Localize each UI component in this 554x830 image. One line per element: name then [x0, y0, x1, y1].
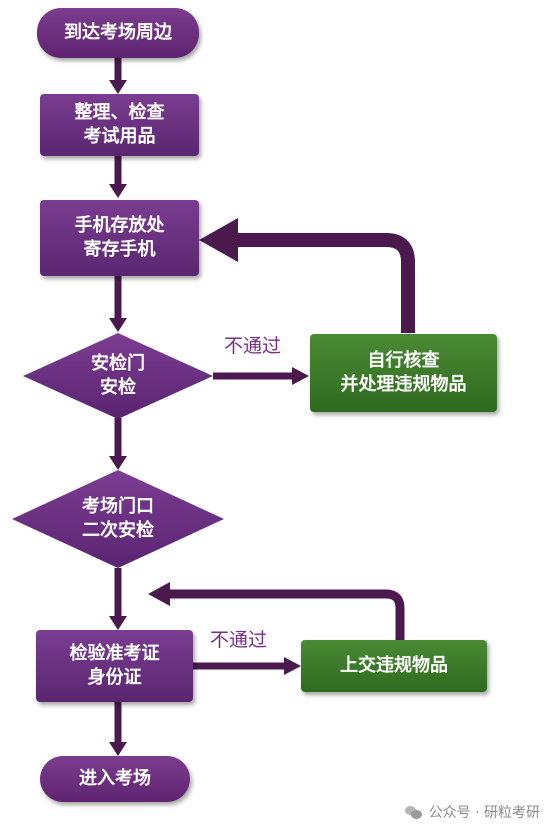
return-arrow-2: [148, 582, 405, 640]
down-arrow-4: [109, 418, 127, 470]
down-arrow-1: [109, 58, 127, 94]
edge-label-fail-2: 不通过: [210, 629, 268, 651]
decision-diamond-security-gate: [23, 333, 213, 419]
down-arrow-6: [109, 702, 127, 756]
decision-diamond-second-check: [12, 470, 224, 568]
down-arrow-3: [109, 276, 127, 332]
watermark-text: 公众号 · 研粒考研: [428, 805, 540, 821]
down-arrow-5: [109, 568, 127, 630]
return-arrow-1: [199, 218, 415, 333]
watermark: 公众号 · 研粒考研: [404, 802, 540, 822]
end-node-enter: 进入考场: [40, 756, 190, 802]
decision-label-security-gate: 安检门 安检: [91, 353, 145, 398]
wechat-icon: [404, 805, 423, 819]
process-node-verify-docs: 检验准考证 身份证: [36, 630, 193, 702]
process-node-phone-storage: 手机存放处 寄存手机: [40, 200, 199, 276]
start-node-arrive: 到达考场周边: [37, 8, 199, 58]
decision-label-second-check: 考场门口 二次安检: [82, 496, 154, 541]
process-node-hand-over: 上交违规物品: [301, 640, 487, 692]
fail-arrow-2: [193, 657, 301, 675]
fail-arrow-1: [213, 367, 309, 385]
process-node-self-check: 自行核查 并处理违规物品: [310, 334, 497, 412]
process-node-check-items: 整理、检查 考试用品: [40, 94, 199, 156]
down-arrow-2: [109, 156, 127, 198]
edge-label-fail-1: 不通过: [224, 335, 282, 357]
